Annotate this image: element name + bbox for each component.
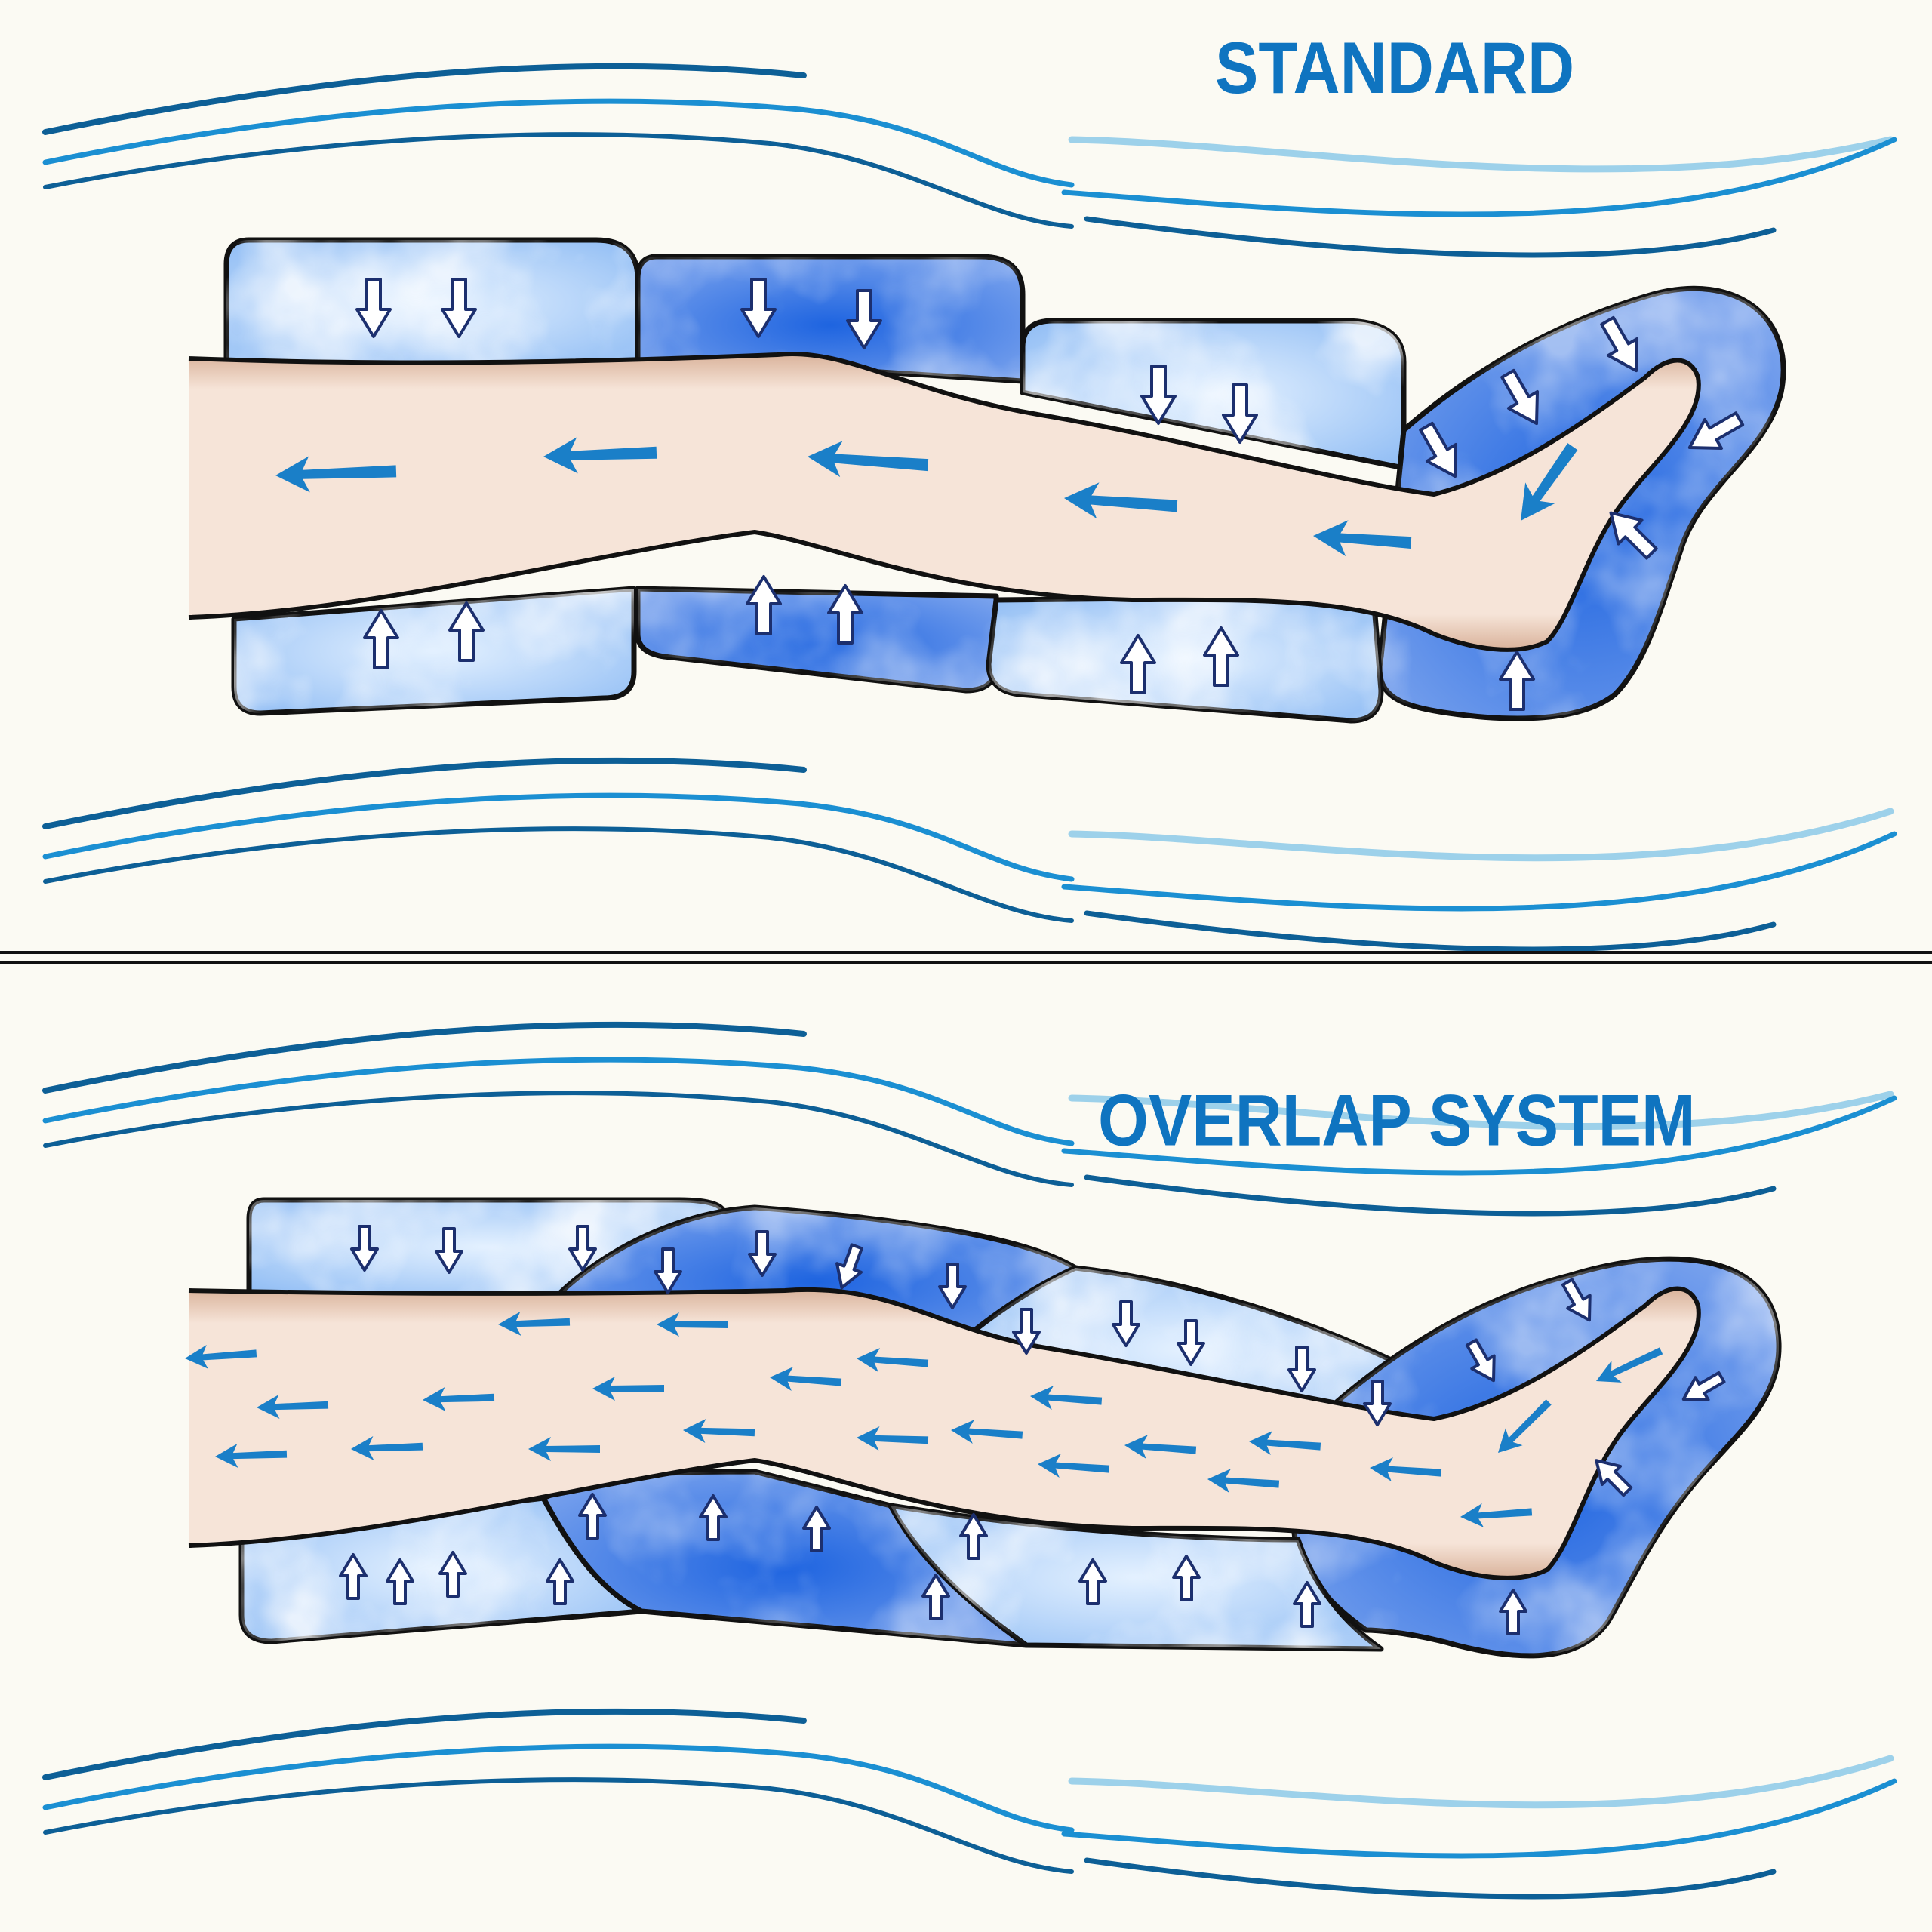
hollow-arrow-icon (1012, 1308, 1041, 1355)
hollow-arrow-icon (1687, 411, 1745, 451)
blood-flow-arrow-icon (1370, 1457, 1442, 1482)
blood-flow-arrow-icon (1208, 1469, 1280, 1494)
hollow-arrow-icon (1120, 634, 1156, 694)
hollow-arrow-icon (654, 1247, 682, 1294)
blood-flow-arrow-icon (657, 1312, 728, 1337)
blood-flow-arrow-icon (275, 456, 397, 493)
hollow-arrow-icon (1609, 511, 1658, 560)
hollow-arrow-icon (748, 1230, 777, 1277)
hollow-arrow-icon (441, 278, 477, 338)
blood-flow-arrow-icon (1249, 1431, 1321, 1456)
hollow-arrow-icon (846, 289, 882, 349)
blood-flow-arrow-icon (543, 437, 657, 474)
blood-flow-arrow-icon (351, 1435, 423, 1460)
hollow-arrow-icon (1595, 1459, 1633, 1497)
blood-flow-arrow-icon (1596, 1347, 1663, 1383)
hollow-arrow-icon (938, 1263, 967, 1309)
blood-flow-arrow-icon (951, 1420, 1023, 1444)
blood-flow-arrow-icon (770, 1367, 842, 1392)
blood-flow-arrow-icon (1030, 1386, 1103, 1411)
hollow-arrow-icon (1681, 1371, 1726, 1401)
hollow-arrow-icon (339, 1553, 368, 1600)
pressure-arrows-overlap (339, 1225, 1726, 1635)
hollow-arrow-icon (1287, 1346, 1316, 1392)
hollow-arrow-icon (1203, 626, 1239, 687)
hollow-arrow-icon (350, 1225, 379, 1272)
hollow-arrow-icon (438, 1551, 467, 1598)
blood-flow-arrow-icon (1460, 1503, 1533, 1527)
hollow-arrow-icon (435, 1227, 463, 1274)
hollow-arrow-icon (746, 575, 782, 635)
blood-flow-arrow-icon (528, 1437, 600, 1461)
bottom-wave-group (42, 757, 1897, 952)
hollow-arrow-icon (386, 1558, 414, 1605)
hollow-arrow-icon (578, 1493, 607, 1540)
hollow-arrow-icon (827, 584, 863, 645)
panel-title-standard: STANDARD (1215, 28, 1574, 109)
hollow-arrow-icon (1177, 1319, 1205, 1366)
top-wave-group (42, 63, 1897, 258)
blood-flow-arrow-icon (857, 1426, 929, 1451)
leg-standard (181, 347, 1701, 652)
hollow-arrow-icon (1293, 1581, 1321, 1628)
hollow-arrow-icon (1499, 1589, 1527, 1635)
hollow-arrow-icon (699, 1494, 728, 1541)
panel-title-overlap: OVERLAP SYSTEM (1098, 1080, 1696, 1161)
hollow-arrow-icon (363, 609, 399, 669)
hollow-arrow-icon (1222, 383, 1258, 444)
panel-overlap: OVERLAP SYSTEM (42, 1021, 1897, 1900)
hollow-arrow-icon (1500, 368, 1540, 426)
hollow-arrow-icon (740, 278, 777, 338)
leg-overlap (181, 1283, 1701, 1580)
flow-arrows-standard (275, 437, 1578, 557)
hollow-arrow-icon (921, 1574, 950, 1620)
flow-arrows-overlap (185, 1311, 1663, 1527)
blood-flow-arrow-icon (1313, 520, 1412, 557)
blood-flow-arrow-icon (683, 1419, 755, 1444)
pressure-arrows-standard (355, 278, 1745, 711)
blood-flow-arrow-icon (1038, 1454, 1110, 1478)
panel-standard: STANDARD (42, 28, 1897, 952)
hollow-arrow-icon (1363, 1380, 1392, 1426)
hollow-arrow-icon (802, 1506, 831, 1552)
blood-flow-arrow-icon (1521, 443, 1578, 521)
hollow-arrow-icon (448, 601, 485, 662)
blood-flow-arrow-icon (1124, 1435, 1197, 1460)
blood-flow-arrow-icon (498, 1311, 571, 1336)
bottom-wave-group (42, 1708, 1897, 1900)
hollow-arrow-icon (568, 1225, 597, 1272)
blood-flow-arrow-icon (857, 1348, 929, 1373)
hollow-arrow-icon (1419, 421, 1458, 478)
panel-divider (0, 951, 1932, 964)
blood-flow-arrow-icon (1498, 1399, 1552, 1453)
blood-flow-arrow-icon (423, 1386, 495, 1411)
top-wave-group (42, 1021, 1897, 1217)
blood-flow-arrow-icon (185, 1344, 257, 1369)
hollow-arrow-icon (355, 278, 392, 338)
blood-flow-arrow-icon (257, 1394, 329, 1419)
hollow-arrow-icon (546, 1558, 574, 1605)
hollow-arrow-icon (1172, 1555, 1201, 1601)
hollow-arrow-icon (1561, 1278, 1592, 1322)
blood-flow-arrow-icon (215, 1443, 288, 1468)
hollow-arrow-icon (1499, 651, 1535, 711)
blood-flow-arrow-icon (592, 1377, 664, 1401)
hollow-arrow-icon (1112, 1300, 1140, 1347)
hollow-arrow-icon (959, 1513, 988, 1560)
hollow-arrow-icon (835, 1243, 863, 1290)
blood-flow-arrow-icon (1064, 482, 1178, 519)
hollow-arrow-icon (1140, 365, 1177, 425)
hollow-arrow-icon (1465, 1338, 1496, 1383)
hollow-arrow-icon (1600, 315, 1639, 373)
blood-flow-arrow-icon (808, 441, 929, 478)
hollow-arrow-icon (1078, 1558, 1107, 1605)
